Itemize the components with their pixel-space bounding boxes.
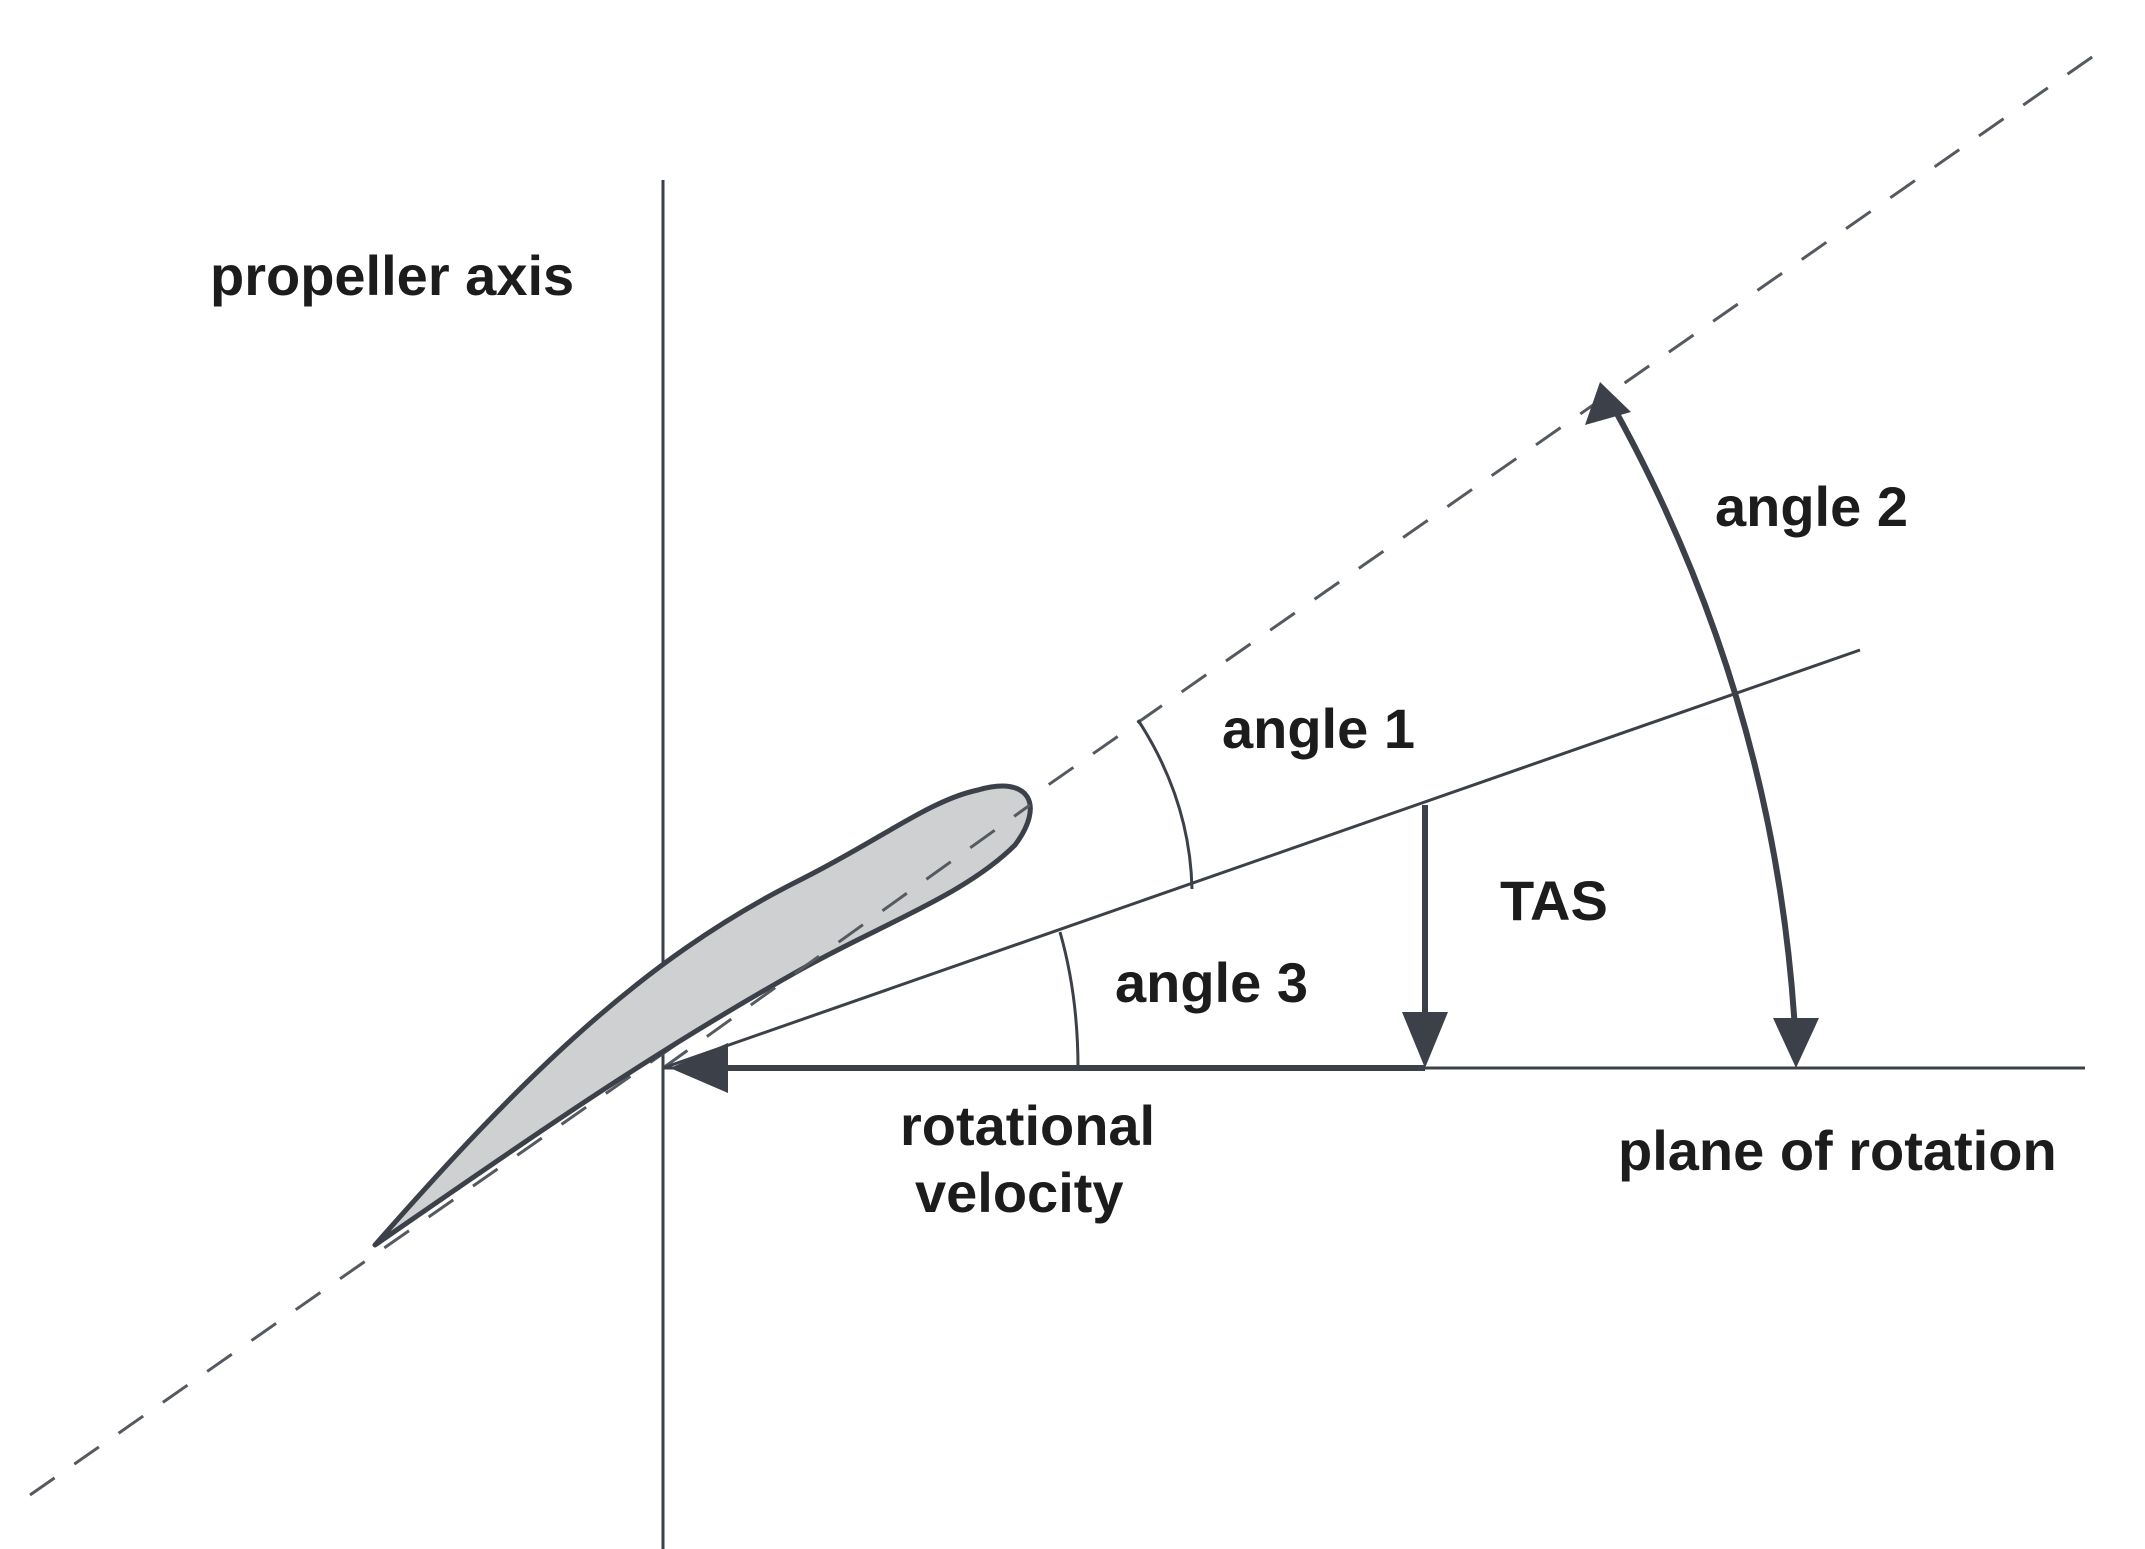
angle-1-label: angle 1 xyxy=(1222,697,1415,760)
rotational-velocity-arrowhead xyxy=(670,1043,728,1093)
angle-2-arc xyxy=(1612,408,1798,1031)
angle-2-label: angle 2 xyxy=(1715,475,1908,538)
angle-3-arc xyxy=(1058,931,1080,1069)
airfoil-blade xyxy=(372,783,1033,1248)
relative-airflow-line xyxy=(662,648,1861,1070)
angle-1-arc xyxy=(1136,719,1194,890)
angle-3-label: angle 3 xyxy=(1115,951,1308,1014)
rotational-velocity-label-line2: velocity xyxy=(915,1161,1124,1224)
plane-of-rotation-label: plane of rotation xyxy=(1618,1119,2057,1182)
chord-line-dashed xyxy=(29,53,2096,1497)
tas-arrowhead xyxy=(1402,1012,1448,1068)
rotational-velocity-label-line1: rotational xyxy=(900,1094,1155,1157)
propeller-axis-label: propeller axis xyxy=(210,244,574,307)
chord-line-on-blade xyxy=(662,803,1031,1070)
angle-2-arrowhead-top xyxy=(1585,382,1631,425)
angle-2-arrowhead-bottom xyxy=(1773,1018,1819,1068)
tas-label: TAS xyxy=(1500,869,1608,932)
